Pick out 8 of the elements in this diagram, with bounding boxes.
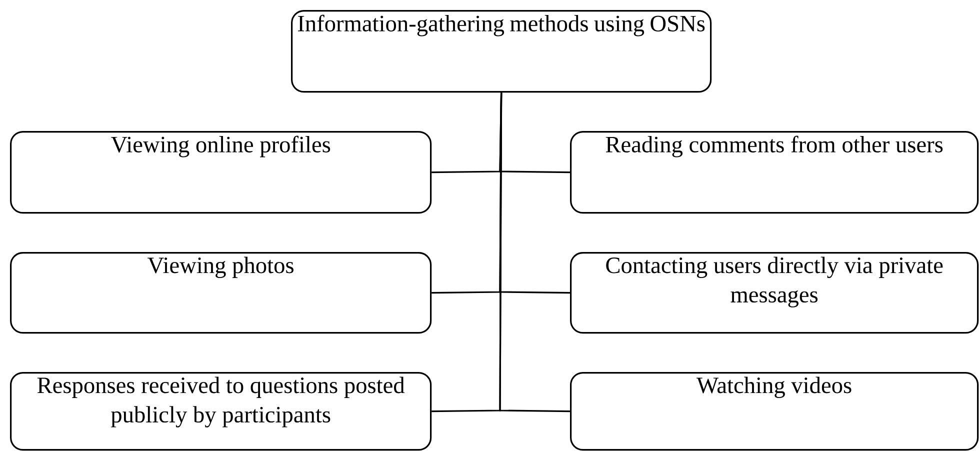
method-box: Reading comments from other users xyxy=(570,131,979,214)
method-box: Watching videos xyxy=(570,372,979,451)
method-box: Responses received to questions posted publicly by participants xyxy=(10,372,432,451)
connector-line xyxy=(499,92,570,412)
method-box: Information-gathering methods using OSNs xyxy=(291,10,712,93)
method-box: Viewing online profiles xyxy=(10,131,432,214)
method-box: Viewing photos xyxy=(10,252,432,334)
method-box: Contacting users directly via private messages xyxy=(570,252,979,334)
